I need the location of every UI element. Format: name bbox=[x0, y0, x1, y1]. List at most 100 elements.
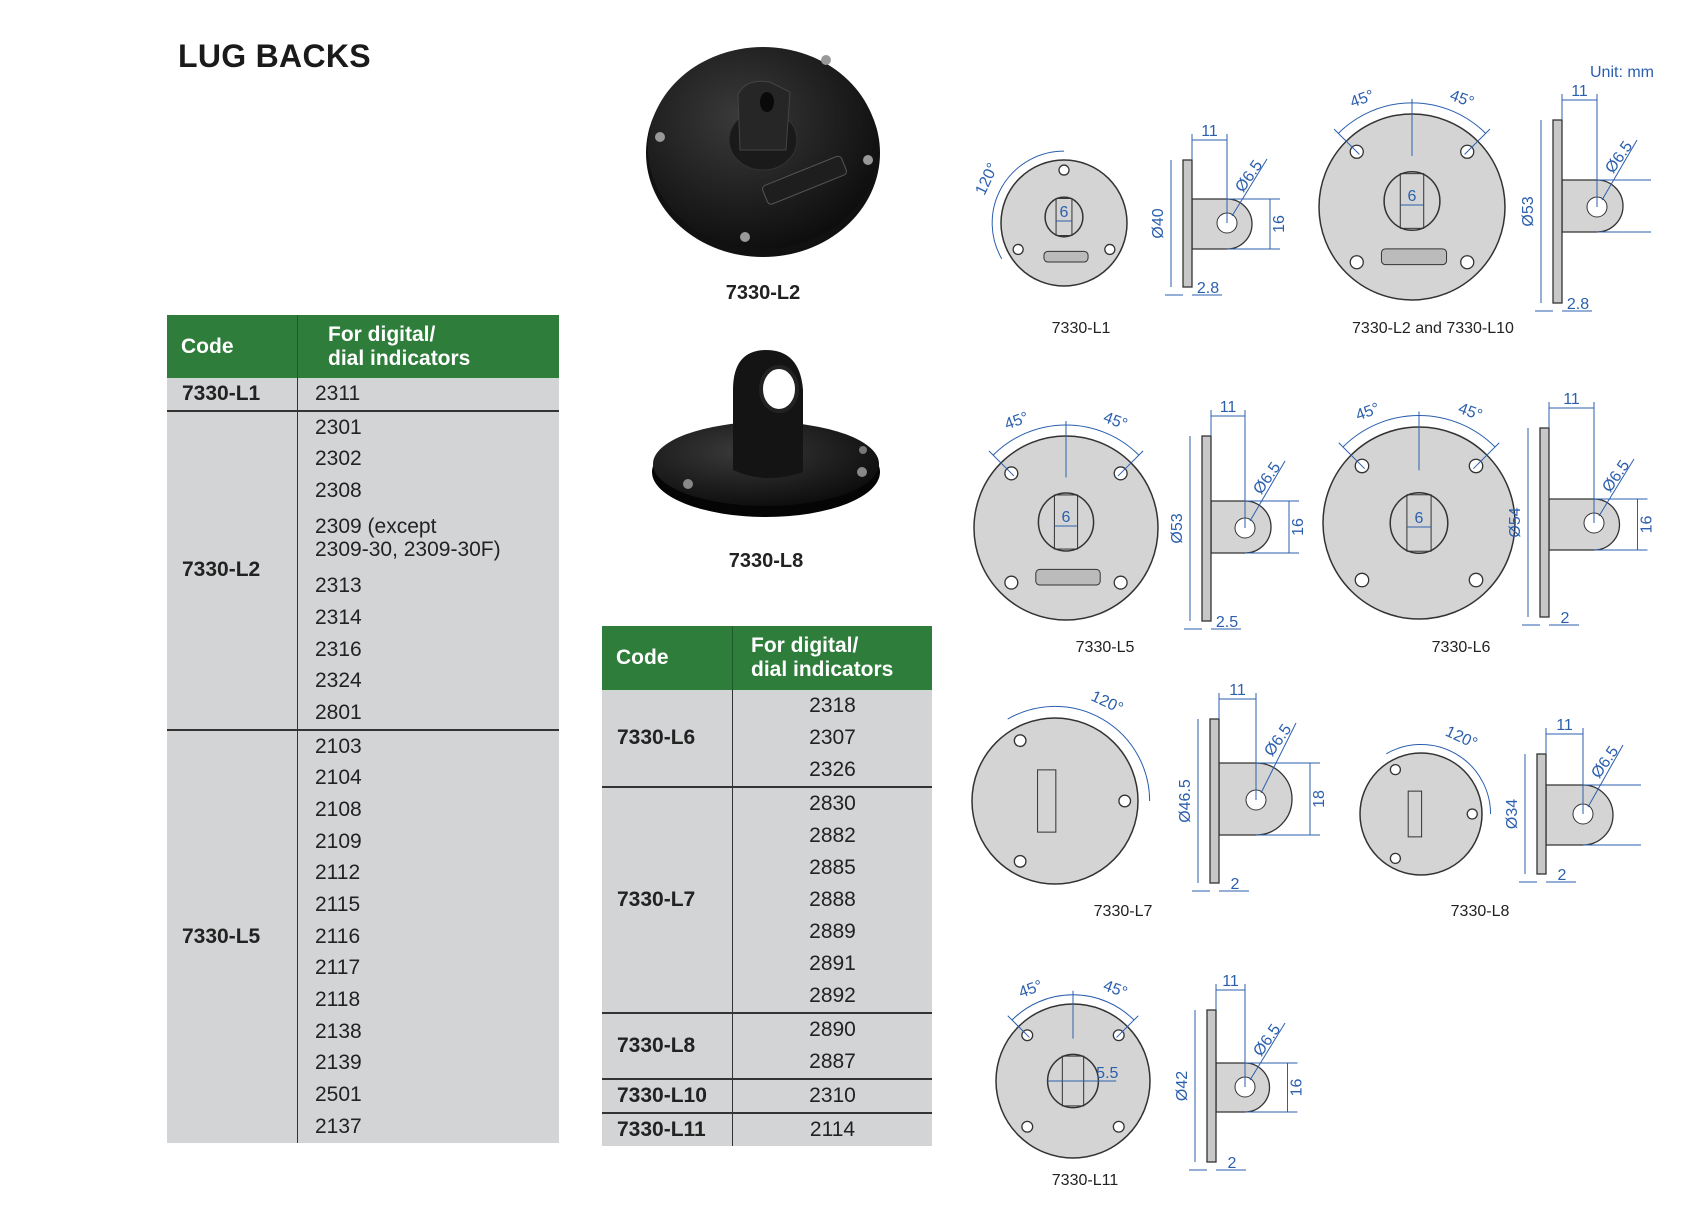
dimension-label: Ø6.5 bbox=[1250, 1021, 1284, 1059]
dimension-label: 16 bbox=[1271, 215, 1288, 233]
mounting-hole bbox=[1354, 572, 1370, 588]
mounting-hole bbox=[1012, 243, 1024, 256]
indicator-model: 2108 bbox=[315, 797, 362, 821]
code-cell: 7330-L7 bbox=[602, 788, 733, 1012]
angle-arc bbox=[991, 150, 1065, 260]
code-cell: 7330-L5 bbox=[167, 730, 298, 1143]
leader-line bbox=[1249, 1022, 1286, 1081]
center-flat bbox=[1399, 173, 1425, 229]
photo-label: 7330-L8 bbox=[728, 550, 804, 572]
center-slot bbox=[1407, 790, 1423, 838]
indicator-model: 2116 bbox=[315, 924, 361, 948]
drawing-caption: 7330-L11 bbox=[1052, 1172, 1119, 1189]
indicator-model: 2889 bbox=[809, 920, 856, 943]
extension-line bbox=[1116, 1015, 1139, 1038]
extension-line bbox=[1464, 128, 1491, 155]
product-photo-7330-l2 bbox=[646, 47, 880, 257]
indicator-model: 2114 bbox=[809, 1118, 856, 1141]
indicator-model: 2801 bbox=[315, 700, 362, 724]
insize-logo bbox=[1035, 568, 1101, 586]
indicator-model: 2109 bbox=[315, 829, 362, 853]
dimension-label: 11 bbox=[1571, 83, 1588, 100]
indicator-model: 2885 bbox=[809, 856, 856, 879]
dimension-label: 16 bbox=[1289, 1079, 1306, 1097]
indicator-model: 2891 bbox=[809, 952, 856, 975]
angle-label: 120° bbox=[973, 161, 1002, 198]
center-slot bbox=[1037, 769, 1057, 833]
table-header: Code For digital/ dial indicators bbox=[167, 315, 559, 378]
mounting-hole bbox=[1004, 575, 1019, 590]
values-cell: 2311 bbox=[298, 378, 559, 410]
mounting-hole bbox=[1466, 808, 1478, 820]
angle-arc bbox=[1385, 743, 1492, 815]
front-view: 120° bbox=[971, 688, 1151, 885]
indicator-model: 2307 bbox=[809, 726, 856, 749]
values-cell: 2114 bbox=[733, 1114, 932, 1146]
indicator-model: 2326 bbox=[809, 758, 856, 781]
plate-edge bbox=[1539, 427, 1550, 618]
center-flat bbox=[1053, 494, 1079, 550]
mounting-hole bbox=[1389, 852, 1402, 865]
table-header: Code For digital/ dial indicators bbox=[602, 626, 932, 690]
front-view: 645°45° bbox=[973, 409, 1159, 621]
indicator-model: 2310 bbox=[809, 1084, 856, 1107]
mounting-hole bbox=[1021, 1120, 1034, 1133]
angle-arc bbox=[1007, 705, 1151, 802]
indicator-model: 2501 bbox=[315, 1083, 362, 1107]
center-boss bbox=[1383, 170, 1441, 232]
front-view: 5.545°45° bbox=[995, 977, 1151, 1159]
extension-line bbox=[1472, 442, 1500, 470]
dimension-label: 6 bbox=[1408, 188, 1417, 205]
header-for-indicators: For digital/ dial indicators bbox=[733, 626, 932, 690]
plate-edge bbox=[1536, 753, 1547, 875]
indicator-model: 2892 bbox=[809, 984, 856, 1007]
mounting-hole bbox=[1460, 255, 1475, 270]
dimension-label: 11 bbox=[1229, 682, 1246, 699]
front-view: 645°45° bbox=[1322, 400, 1516, 620]
mounting-hole bbox=[1113, 575, 1128, 590]
photo-label: 7330-L2 bbox=[725, 282, 801, 304]
angle-label: 45° bbox=[1017, 977, 1046, 1001]
indicator-model: 2830 bbox=[809, 792, 856, 815]
center-flat bbox=[1406, 494, 1432, 552]
indicator-model: 2308 bbox=[315, 479, 362, 503]
indicator-model: 2316 bbox=[315, 637, 362, 661]
dimension-label: 2.8 bbox=[1197, 280, 1219, 297]
angle-label: 45° bbox=[1101, 977, 1130, 1001]
unit-note: Unit: mm bbox=[1590, 64, 1654, 81]
base-plate bbox=[971, 717, 1139, 885]
code-cell: 7330-L6 bbox=[602, 690, 733, 786]
leader-line bbox=[1598, 458, 1635, 517]
mounting-hole bbox=[1389, 763, 1402, 776]
leader-line bbox=[1260, 722, 1297, 794]
dimension-label: Ø54 bbox=[1507, 507, 1524, 537]
dimension-label: 16 bbox=[1290, 518, 1307, 536]
dimension-label: 2.8 bbox=[1567, 296, 1589, 313]
angle-label: 45° bbox=[1354, 400, 1383, 424]
indicator-model: 2115 bbox=[315, 893, 361, 917]
angle-label: 45° bbox=[1348, 87, 1377, 111]
dimension-label: 6 bbox=[1415, 510, 1424, 527]
header-line: dial indicators bbox=[328, 346, 471, 370]
indicator-model: 2887 bbox=[809, 1050, 856, 1073]
code-cell: 7330-L8 bbox=[602, 1014, 733, 1078]
dimension-label: 11 bbox=[1201, 123, 1218, 140]
